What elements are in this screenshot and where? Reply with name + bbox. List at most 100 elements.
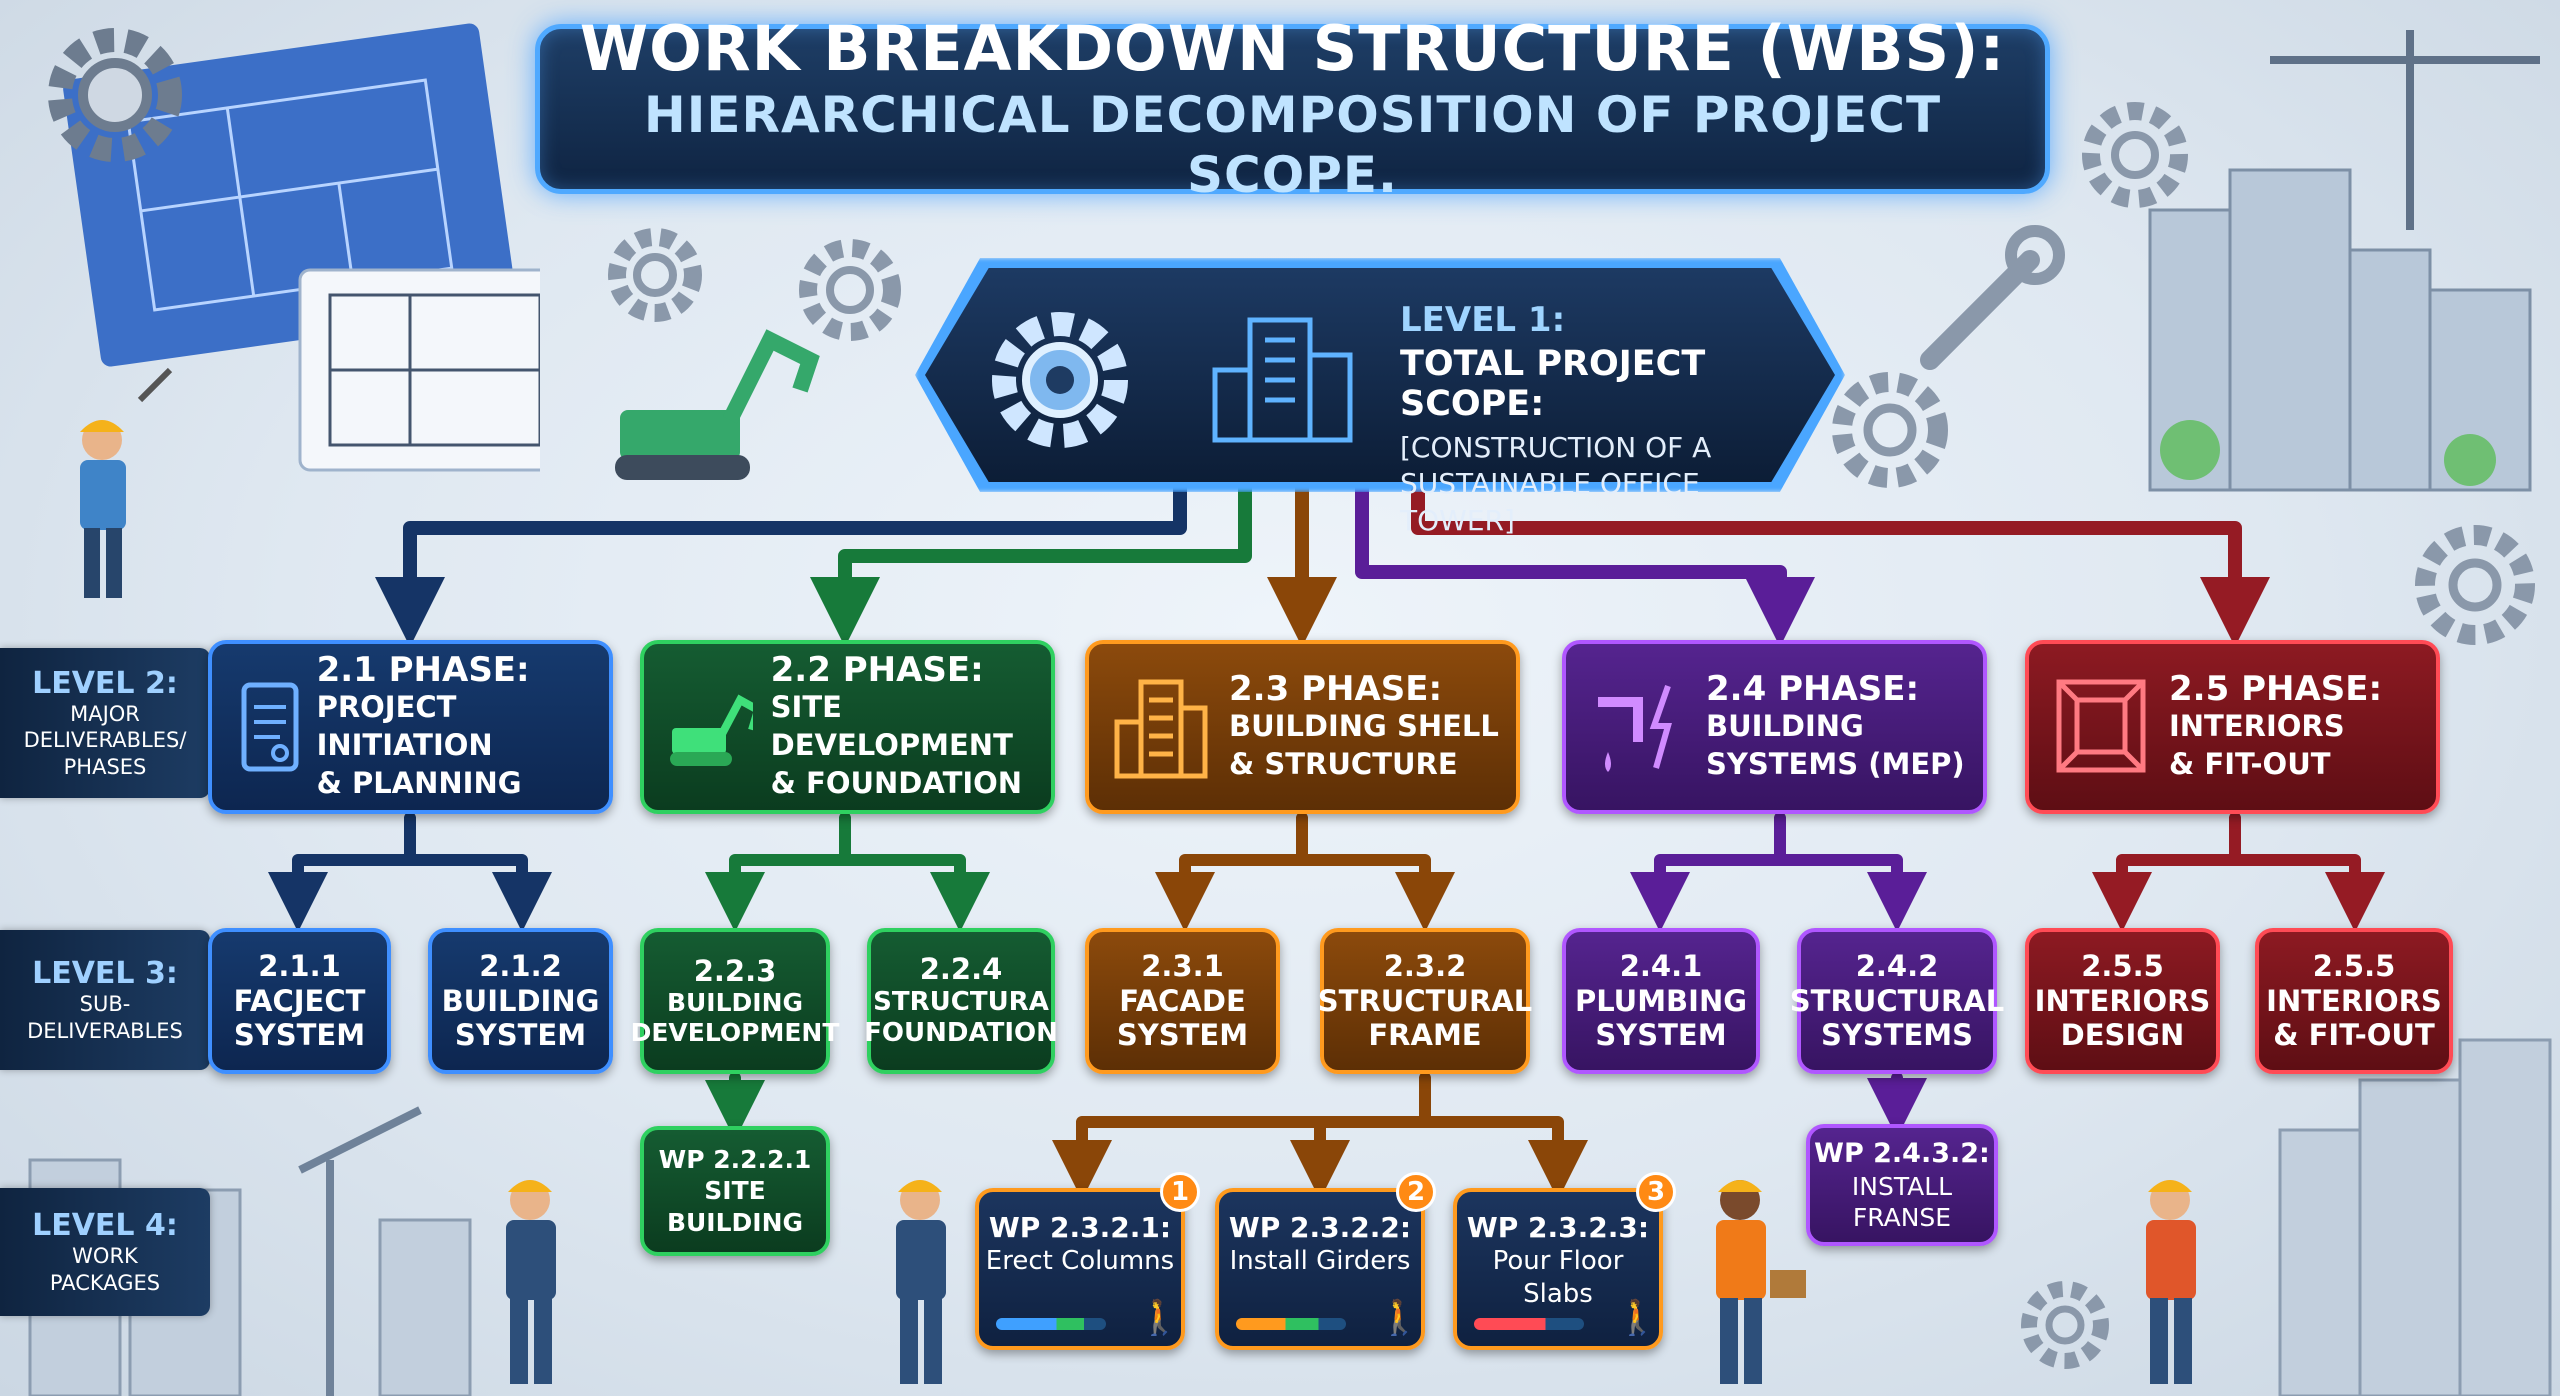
progress-bar [996, 1318, 1106, 1330]
sub-deliverable-2-2-3[interactable]: 2.2.3 BUILDING DEVELOPMENT [631, 928, 839, 1074]
sub-code: 2.4.1 [1619, 948, 1703, 983]
wrench-icon [1920, 225, 2065, 370]
sub-name: BUILDING [441, 983, 600, 1018]
gear-icon [608, 228, 702, 322]
gear-icon [2415, 525, 2535, 645]
sub-name: PLUMBING [1574, 983, 1748, 1018]
level-4-text: PACKAGES [49, 1270, 161, 1295]
sub-name: SYSTEM [1116, 1018, 1249, 1053]
sub-code: 2.3.1 [1141, 948, 1224, 983]
sub-name: DESIGN [2060, 1018, 2185, 1053]
step-badge: 1 [1160, 1172, 1200, 1212]
phase-name: BUILDING SHELL [1229, 709, 1499, 743]
level-4-heading: LEVEL 4: [32, 1208, 178, 1244]
level-4-text: WORK [72, 1244, 138, 1269]
title-banner: WORK BREAKDOWN STRUCTURE (WBS): HIERARCH… [535, 13, 2050, 204]
interior-room-icon [2056, 679, 2146, 773]
level-2-text: PHASES [63, 754, 147, 779]
gear-icon [1832, 372, 1948, 488]
wp-code: WP 2.3.2.2: [1228, 1211, 1412, 1244]
worker-illustration [2146, 1180, 2196, 1384]
phase-heading: 2.3 PHASE: [1229, 668, 1443, 709]
sub-deliverable-2-4-2[interactable]: 2.4.2 STRUCTURAL SYSTEMS [1790, 928, 2004, 1074]
phase-2-2-node[interactable]: 2.2 PHASE: SITE DEVELOPMENT & FOUNDATION [640, 640, 1055, 814]
sub-code: 2.1.1 [258, 948, 341, 983]
scroll-document-icon [241, 682, 299, 772]
phase-heading: 2.1 PHASE: [316, 649, 530, 690]
gear-icon [2021, 1281, 2109, 1369]
worker-pictogram-icon: 🚶 [1378, 1298, 1421, 1338]
surveyor-worker-illustration [80, 367, 173, 598]
sub-deliverable-2-1-2[interactable]: 2.1.2 BUILDING SYSTEM [428, 928, 613, 1074]
gear-icon [992, 312, 1128, 448]
worker-illustration [506, 1180, 556, 1384]
title-line-2: HIERARCHICAL DECOMPOSITION OF PROJECT SC… [643, 85, 1942, 204]
worker-illustration [896, 1180, 946, 1384]
level-2-heading: LEVEL 2: [32, 666, 178, 702]
level-2-tag: LEVEL 2: MAJOR DELIVERABLES/ PHASES [0, 648, 210, 798]
title-line-1: WORK BREAKDOWN STRUCTURE (WBS): [579, 12, 2006, 86]
level-2-text: DELIVERABLES/ [23, 728, 187, 753]
level-3-tag: LEVEL 3: SUB- DELIVERABLES [0, 930, 210, 1070]
wp-name: FRANSE [1852, 1202, 1952, 1232]
sub-name: & FIT-OUT [2273, 1018, 2435, 1053]
sub-code: 2.1.2 [479, 948, 562, 983]
phase-2-4-node[interactable]: 2.4 PHASE: BUILDING SYSTEMS (MEP) [1562, 640, 1987, 814]
wp-name: Pour Floor [1492, 1246, 1624, 1276]
building-icon [1114, 679, 1208, 779]
phase-heading: 2.5 PHASE: [2169, 668, 2383, 709]
step-badge: 2 [1396, 1172, 1436, 1212]
phase-2-1-node[interactable]: 2.1 PHASE: PROJECT INITIATION & PLANNING [208, 640, 613, 814]
phase-2-5-node[interactable]: 2.5 PHASE: INTERIORS & FIT-OUT [2025, 640, 2440, 814]
sub-name: DEVELOPMENT [630, 1018, 840, 1048]
phase-2-3-node[interactable]: 2.3 PHASE: BUILDING SHELL & STRUCTURE [1085, 640, 1520, 814]
gear-icon [2082, 102, 2188, 208]
wp-name: Install Girders [1229, 1246, 1411, 1276]
wp-name: INSTALL [1851, 1171, 1953, 1201]
sub-name: STRUCTURA [873, 987, 1049, 1018]
progress-bar [1236, 1318, 1346, 1330]
skyline-illustration [2278, 1038, 2552, 1396]
root-node-text: LEVEL 1: TOTAL PROJECT SCOPE: [CONSTRUCT… [1400, 300, 1820, 539]
phase-name: & PLANNING [316, 765, 522, 800]
sub-deliverable-2-3-1[interactable]: 2.3.1 FACADE SYSTEM [1085, 928, 1280, 1074]
office-tower-icon [1212, 317, 1353, 443]
level-2-text: MAJOR [70, 702, 140, 727]
sub-deliverable-2-3-2[interactable]: 2.3.2 STRUCTURAL FRAME [1317, 928, 1533, 1074]
sub-name: STRUCTURAL [1789, 983, 2005, 1018]
work-package-2-2-2-1[interactable]: WP 2.2.2.1 SITE BUILDING [640, 1126, 830, 1256]
sub-deliverable-2-2-4[interactable]: 2.2.4 STRUCTURA FOUNDATION [864, 928, 1058, 1074]
sub-deliverable-2-5-5-design[interactable]: 2.5.5 INTERIORS DESIGN [2025, 928, 2220, 1074]
sub-name: FRAME [1368, 1018, 1482, 1053]
sub-name: INTERIORS [2034, 983, 2211, 1018]
sub-deliverable-2-1-1[interactable]: 2.1.1 FACJECT SYSTEM [208, 928, 391, 1074]
sub-name: FACJECT [233, 983, 366, 1018]
skyline-illustration [2148, 30, 2540, 492]
level-4-tag: LEVEL 4: WORK PACKAGES [0, 1188, 210, 1316]
sub-deliverable-2-4-1[interactable]: 2.4.1 PLUMBING SYSTEM [1562, 928, 1760, 1074]
phase-name: PROJECT INITIATION [316, 690, 493, 762]
sub-name: SYSTEM [1595, 1018, 1727, 1053]
phase-name: & STRUCTURE [1229, 746, 1458, 781]
sub-name: FACADE [1119, 983, 1246, 1018]
sub-deliverable-2-5-5-fit-out[interactable]: 2.5.5 INTERIORS & FIT-OUT [2255, 928, 2453, 1074]
excavator-illustration [615, 329, 820, 480]
sub-name: INTERIORS [2266, 983, 2442, 1018]
root-level-label: LEVEL 1: [1400, 300, 1566, 340]
wp-code: WP 2.2.2.1 [658, 1145, 812, 1175]
phase-name: SYSTEMS (MEP) [1706, 746, 1965, 781]
level-3-text: DELIVERABLES [27, 1018, 183, 1043]
work-package-2-4-3-2[interactable]: WP 2.4.3.2: INSTALL FRANSE [1806, 1124, 1998, 1246]
worker-pictogram-icon: 🚶 [1616, 1298, 1659, 1338]
sub-name: SYSTEM [233, 1018, 366, 1053]
sub-code: 2.2.3 [693, 953, 777, 988]
root-title: TOTAL PROJECT SCOPE: [1400, 344, 1706, 424]
wp-name: BUILDING [666, 1207, 804, 1237]
phase-name: & FIT-OUT [2169, 746, 2331, 781]
phase-heading: 2.4 PHASE: [1706, 668, 1920, 709]
wp-name: Erect Columns [985, 1246, 1175, 1276]
wp-name: SITE [704, 1176, 766, 1206]
sub-name: STRUCTURAL [1317, 983, 1533, 1018]
phase-name: INTERIORS [2169, 709, 2345, 743]
